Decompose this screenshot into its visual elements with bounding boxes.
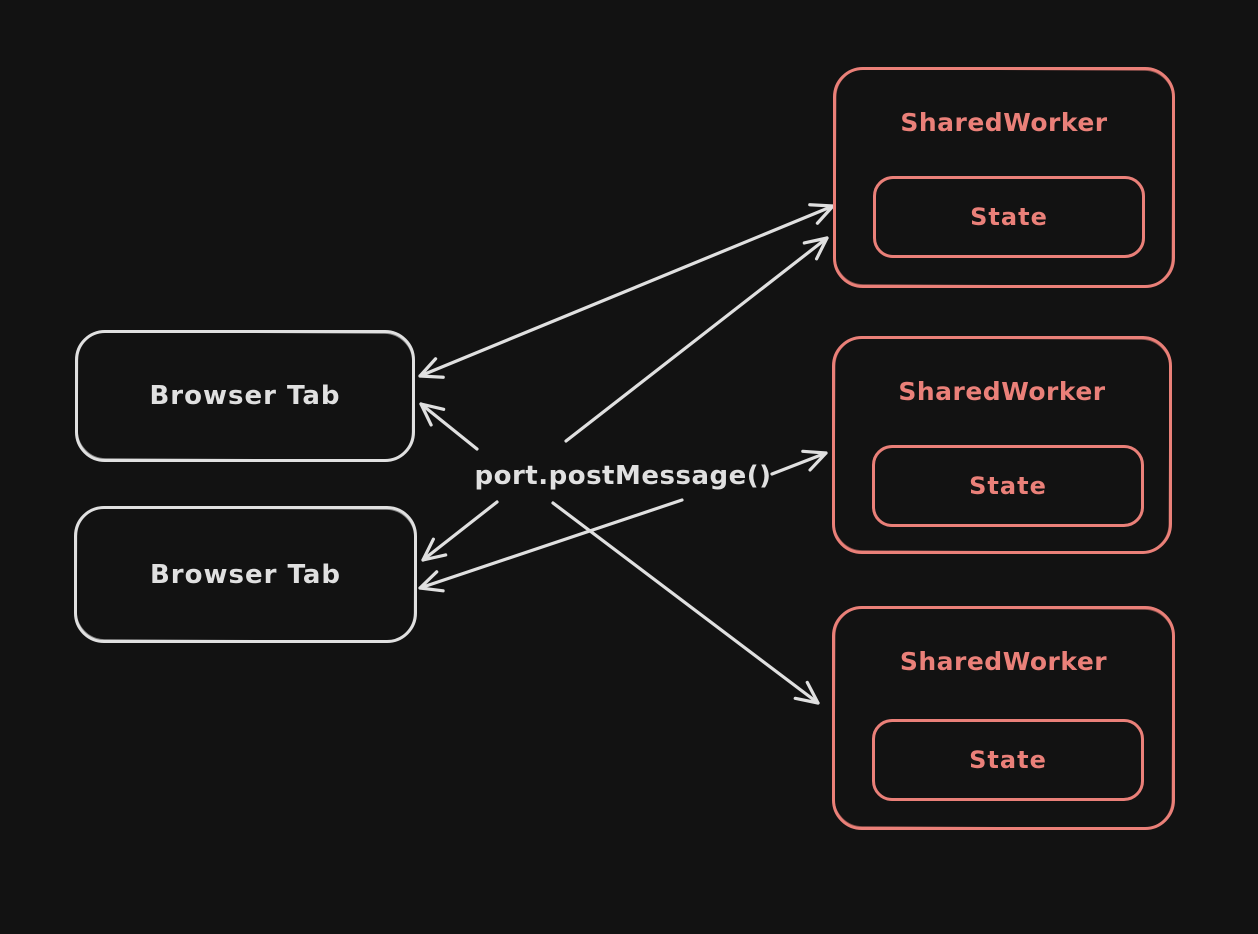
browser-tab-2-label: Browser Tab (149, 559, 342, 590)
arrow-center-label-to-browser-tab-2 (421, 500, 499, 562)
shared-worker-2-node: SharedWorker State (832, 336, 1172, 554)
arrow-center-label-to-shared-worker-1 (564, 236, 829, 443)
shared-worker-1-label: SharedWorker (900, 108, 1108, 137)
shared-worker-3-state-label: State (969, 746, 1047, 774)
shared-worker-1-state-label: State (970, 203, 1048, 231)
shared-worker-1-node: SharedWorker State (833, 67, 1175, 288)
browser-tab-1-node: Browser Tab (75, 330, 415, 462)
shared-worker-3-label: SharedWorker (899, 647, 1108, 676)
shared-worker-2-state-label: State (969, 472, 1047, 500)
post-message-label: port.postMessage() (474, 461, 772, 491)
arrow-center-label-to-browser-tab-2 (418, 498, 684, 593)
arrow-browser-tab-1-to-shared-worker-1 (418, 203, 835, 379)
shared-worker-3-state-box: State (872, 719, 1144, 801)
arrow-center-label-to-shared-worker-3 (551, 501, 820, 705)
shared-worker-3-node: SharedWorker State (832, 606, 1175, 830)
shared-worker-2-state-box: State (872, 445, 1144, 527)
shared-worker-2-label: SharedWorker (898, 377, 1106, 406)
arrow-center-label-to-shared-worker-2 (770, 449, 828, 476)
browser-tab-1-label: Browser Tab (149, 381, 341, 411)
arrow-center-label-to-browser-tab-1 (419, 402, 479, 451)
browser-tab-2-node: Browser Tab (74, 506, 417, 643)
shared-worker-1-state-box: State (873, 176, 1145, 258)
